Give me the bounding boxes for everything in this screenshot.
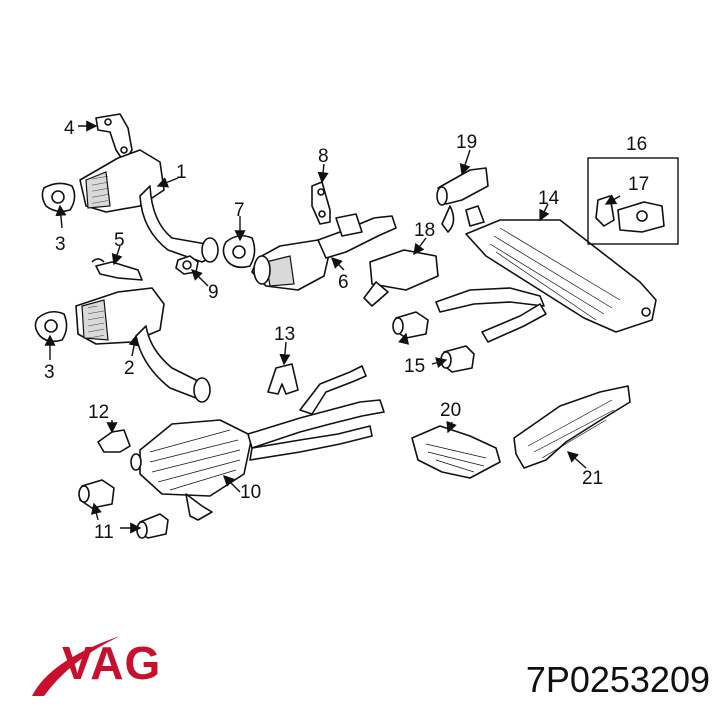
part-9-nut [175,255,199,275]
callout-1: 1 [176,162,187,183]
part-3-gasket-lower [34,310,68,343]
vag-logo-swoosh [32,636,120,696]
part-18-resonator [363,249,439,307]
callout-20: 20 [440,400,461,421]
part-3-gasket-upper [41,182,76,213]
part-6-front-pipe [251,213,397,291]
part-8-bracket [311,181,331,225]
callout-4: 4 [64,118,75,139]
part-14-rear-muffler [435,205,657,343]
callout-15: 15 [404,356,425,377]
callout-21: 21 [582,468,603,489]
callout-5: 5 [114,230,125,251]
part-12-bracket [97,429,131,453]
callout-2: 2 [124,358,135,379]
part-11-clamps [78,479,169,539]
callout-18: 18 [414,220,435,241]
callout-14: 14 [538,188,560,209]
part-21-heat-shield [513,385,631,469]
callout-13: 13 [274,324,295,345]
part-1-catalytic-converter [79,149,219,263]
callout-8: 8 [318,146,329,167]
part-7-gasket [222,234,256,269]
part-2-catalytic-converter [75,287,211,403]
callout-19: 19 [456,132,477,153]
callout-17: 17 [628,174,649,195]
callout-3-lower: 3 [44,362,55,383]
callout-12: 12 [88,402,109,423]
callout-3-upper: 3 [55,234,66,255]
callout-6: 6 [338,272,349,293]
part-20-heat-shield [411,425,501,479]
part-number: 7P0253209 [525,659,710,700]
callout-10: 10 [240,482,261,503]
part-5-hanger [91,258,143,281]
callout-16: 16 [626,134,647,155]
part-16-hanger-set [587,157,679,245]
part-13-hanger [267,363,299,395]
leader-lines [44,120,621,534]
callout-9: 9 [208,282,219,303]
brand-logo: VAG [62,637,162,689]
callout-11: 11 [94,522,114,543]
callout-7: 7 [234,200,245,221]
